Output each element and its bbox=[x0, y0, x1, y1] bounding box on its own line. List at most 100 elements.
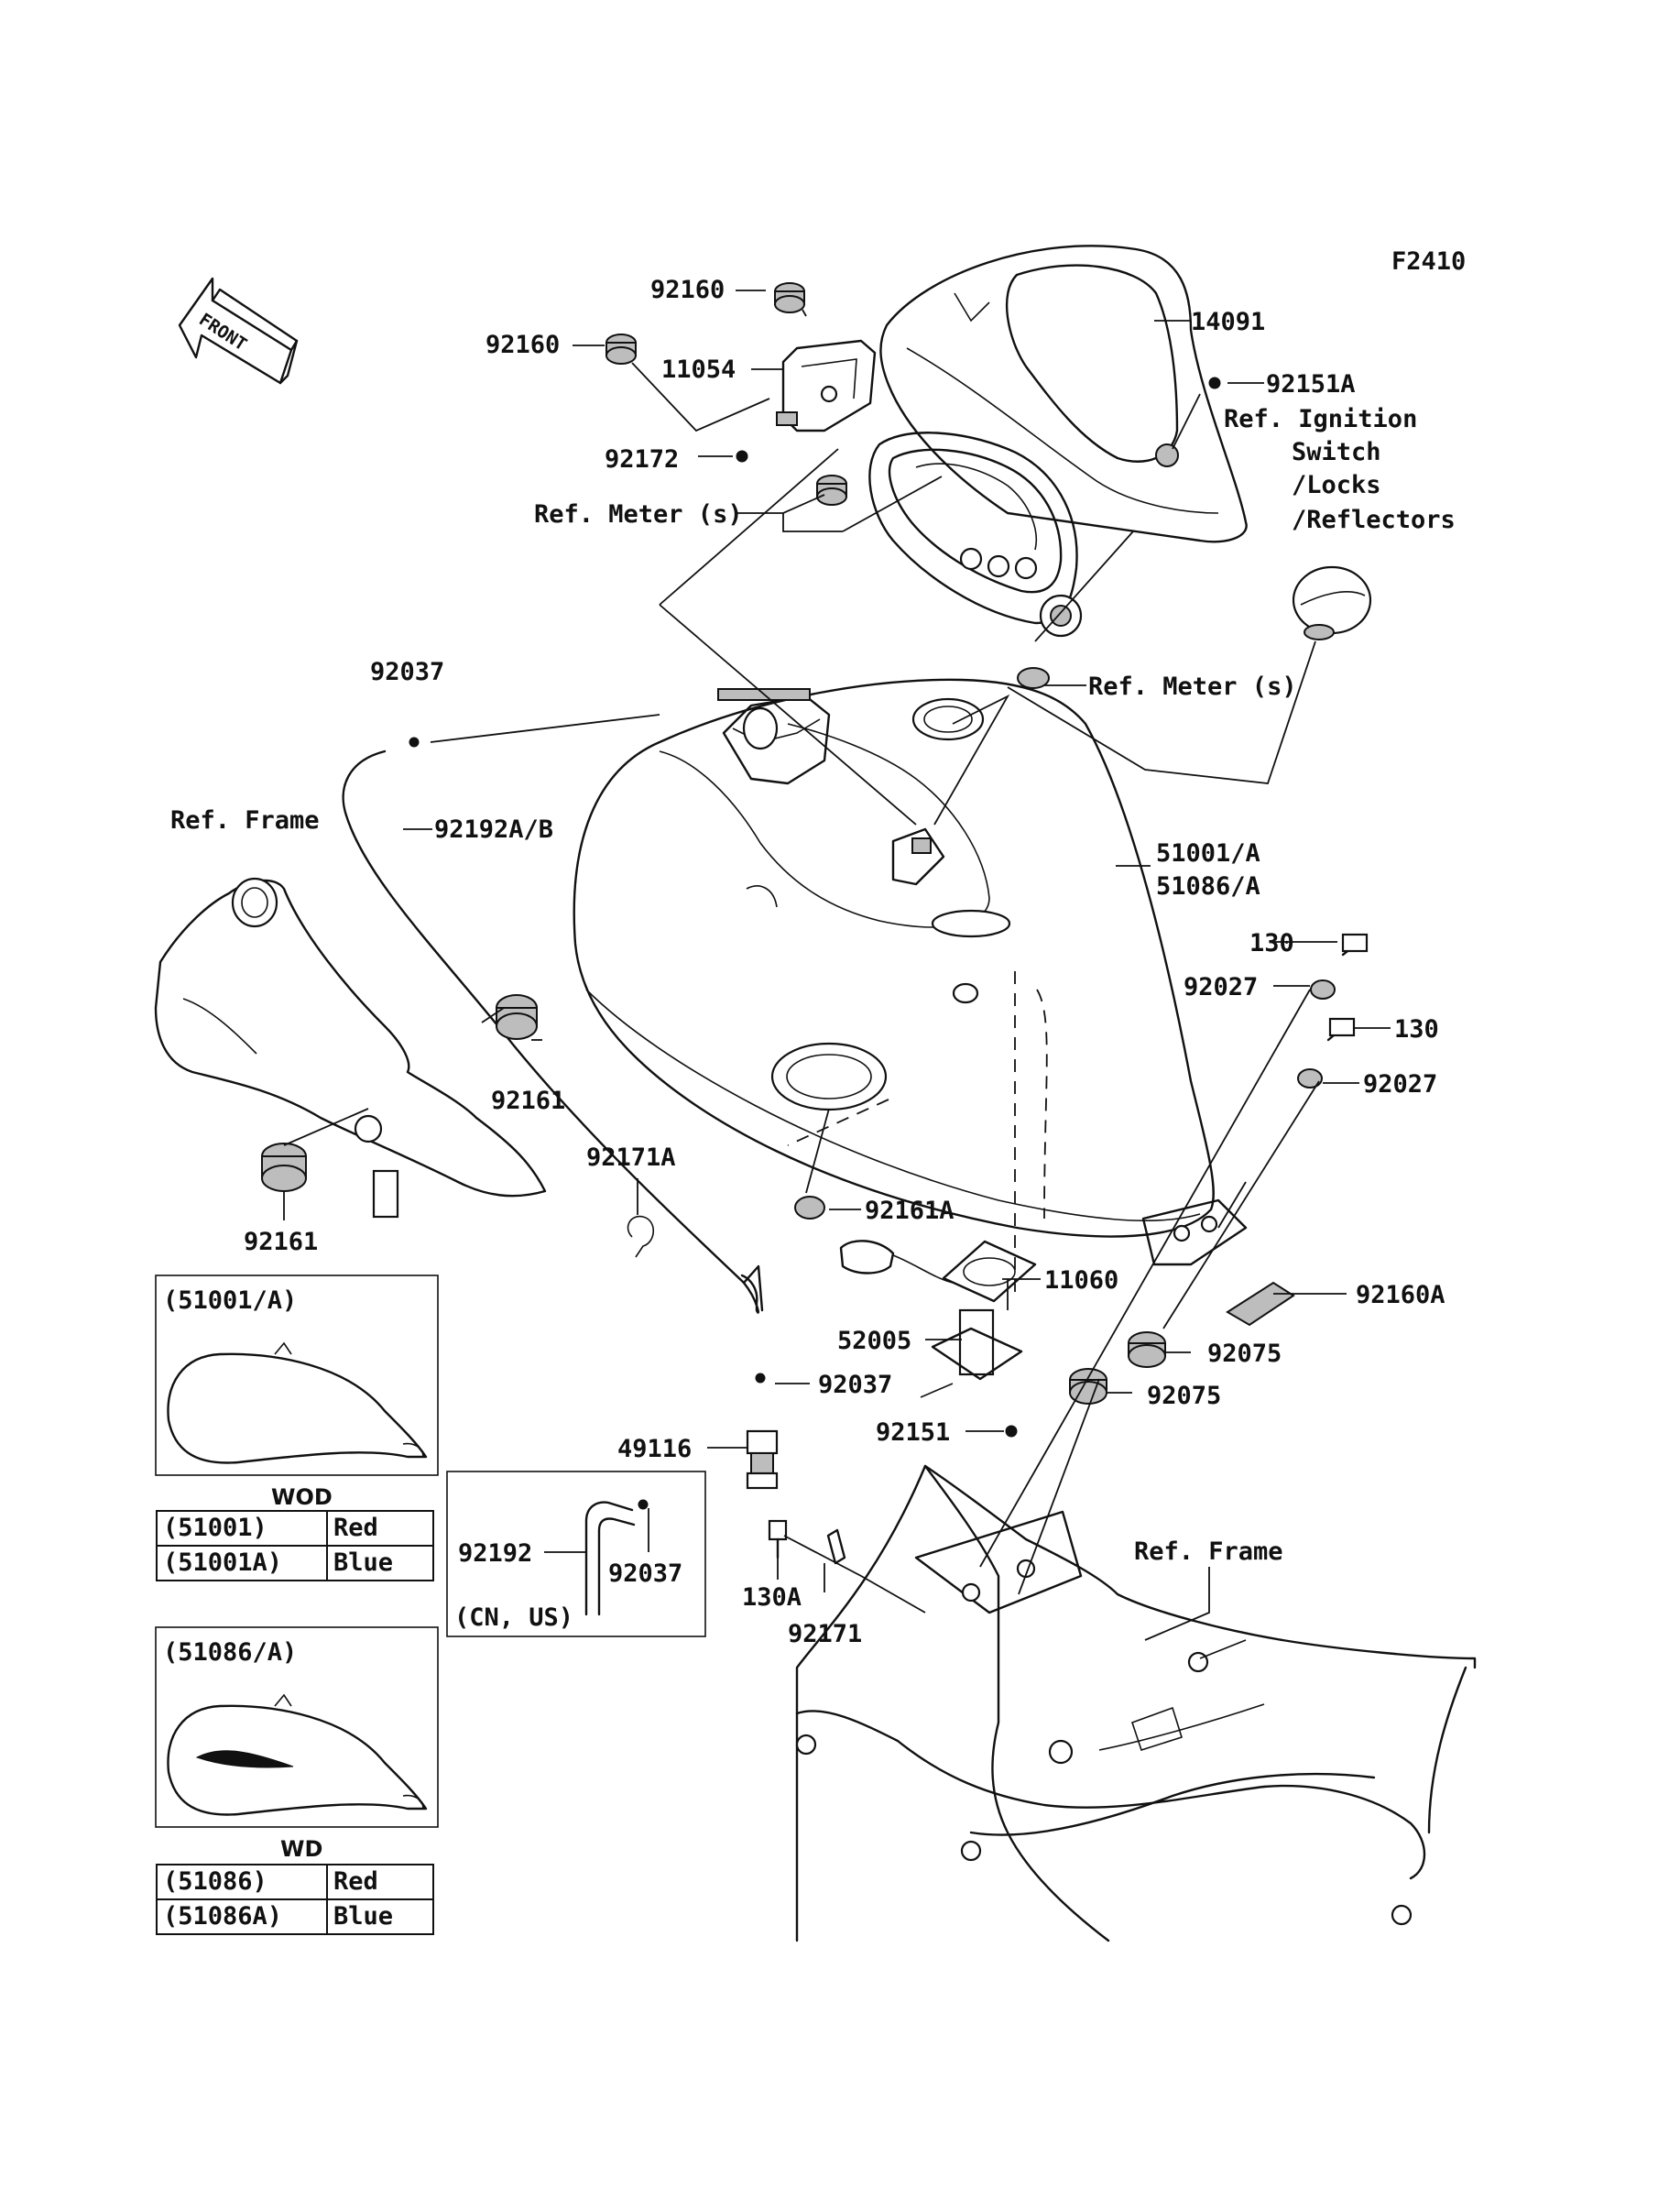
label-92160-top: 92160 bbox=[650, 276, 725, 304]
label-130-top: 130 bbox=[1249, 929, 1294, 957]
label-130-right: 130 bbox=[1394, 1015, 1439, 1044]
label-92172: 92172 bbox=[605, 445, 679, 474]
valve-49116 bbox=[746, 1429, 779, 1490]
label-52005: 52005 bbox=[837, 1327, 911, 1355]
washer-92027-right bbox=[1297, 1068, 1323, 1089]
label-92151: 92151 bbox=[876, 1418, 950, 1447]
inset-cn-us-box bbox=[446, 1471, 706, 1637]
table-cell-part: (51086) bbox=[156, 1864, 328, 1900]
bracket-11054 bbox=[776, 339, 877, 432]
bolt-130-right bbox=[1326, 1017, 1356, 1042]
inset-wd-table: (51086) Red (51086A) Blue bbox=[156, 1864, 434, 1935]
label-ref-meter-left: Ref. Meter (s) bbox=[534, 500, 743, 529]
hose-92192 bbox=[584, 1501, 634, 1616]
label-cn-us: (CN, US) bbox=[454, 1603, 573, 1632]
inset-wod-tank bbox=[167, 1341, 428, 1464]
label-ref-ignition-4: /Reflectors bbox=[1292, 506, 1456, 534]
label-ref-ignition-3: /Locks bbox=[1292, 471, 1381, 499]
guide-dash-3 bbox=[787, 1099, 889, 1146]
frame-left bbox=[154, 877, 547, 1219]
inset-wod-caption: WOD bbox=[271, 1484, 333, 1510]
clamp-92037-box bbox=[638, 1499, 649, 1510]
inset-wd-box bbox=[155, 1626, 439, 1828]
frame-right bbox=[795, 1464, 1477, 1942]
inset-wd-caption: WD bbox=[280, 1836, 322, 1862]
label-92171A: 92171A bbox=[586, 1143, 676, 1172]
table-cell-part: (51001A) bbox=[156, 1545, 328, 1581]
label-49116: 49116 bbox=[617, 1435, 692, 1463]
inset-wod-box bbox=[155, 1275, 439, 1476]
ignition-knob bbox=[1292, 565, 1372, 640]
label-ref-frame-right: Ref. Frame bbox=[1134, 1537, 1283, 1566]
fuel-pump-assembly bbox=[839, 1240, 1037, 1438]
label-ref-ignition-2: Switch bbox=[1292, 438, 1381, 466]
clamp-92037-mid bbox=[755, 1373, 766, 1384]
label-92151A: 92151A bbox=[1266, 370, 1356, 399]
clamp-92037-top bbox=[409, 737, 420, 748]
label-92160-left: 92160 bbox=[485, 331, 560, 359]
clip-92171 bbox=[826, 1528, 846, 1565]
grommet-92160-top bbox=[774, 282, 805, 313]
label-51001A: 51001/A bbox=[1156, 839, 1260, 868]
label-92161-lower: 92161 bbox=[244, 1228, 318, 1256]
meter-cover-14091 bbox=[879, 245, 1248, 543]
label-92160A: 92160A bbox=[1356, 1281, 1445, 1309]
table-row: (51001) Red bbox=[156, 1510, 434, 1547]
label-92027-left: 92027 bbox=[1184, 973, 1258, 1001]
table-row: (51086A) Blue bbox=[156, 1898, 434, 1935]
label-92192AB: 92192A/B bbox=[434, 815, 553, 844]
label-92161-upper: 92161 bbox=[491, 1087, 565, 1115]
label-11060: 11060 bbox=[1044, 1266, 1118, 1295]
label-92161A: 92161A bbox=[865, 1197, 955, 1225]
label-ref-ignition-1: Ref. Ignition bbox=[1224, 405, 1417, 433]
bolt-92172 bbox=[736, 450, 748, 463]
label-14091: 14091 bbox=[1191, 308, 1265, 336]
clip-92171A bbox=[627, 1215, 655, 1258]
label-92027-right: 92027 bbox=[1363, 1070, 1437, 1099]
pad-92160A bbox=[1226, 1281, 1295, 1327]
label-130A: 130A bbox=[742, 1583, 802, 1612]
label-92075-upper: 92075 bbox=[1207, 1340, 1282, 1368]
label-92037-top: 92037 bbox=[370, 658, 444, 686]
table-cell-color: Red bbox=[326, 1864, 434, 1900]
table-row: (51001A) Blue bbox=[156, 1545, 434, 1581]
label-92192: 92192 bbox=[458, 1539, 532, 1568]
inset-wd-title: (51086/A) bbox=[163, 1638, 297, 1667]
table-cell-color: Red bbox=[326, 1510, 434, 1547]
figure-code: F2410 bbox=[1391, 247, 1466, 276]
label-ref-frame-left: Ref. Frame bbox=[170, 806, 320, 835]
bolt-130-top bbox=[1341, 933, 1369, 957]
table-row: (51086) Red bbox=[156, 1864, 434, 1900]
table-cell-color: Blue bbox=[326, 1545, 434, 1581]
meter-housing bbox=[868, 432, 1083, 638]
label-92037-box: 92037 bbox=[608, 1559, 682, 1588]
table-cell-part: (51001) bbox=[156, 1510, 328, 1547]
washer-92027-left bbox=[1310, 979, 1336, 1000]
bolt-130A bbox=[768, 1519, 788, 1559]
grommet-92160-left bbox=[605, 334, 637, 365]
breather-hose-92192AB bbox=[342, 749, 759, 1314]
guide-dash-2 bbox=[1036, 989, 1048, 1220]
mount-92075-upper bbox=[1128, 1331, 1166, 1368]
label-92171: 92171 bbox=[788, 1620, 862, 1648]
label-92037-mid: 92037 bbox=[818, 1371, 892, 1399]
mount-92161-upper bbox=[496, 994, 538, 1040]
inset-wod-title: (51001/A) bbox=[163, 1286, 297, 1315]
label-11054: 11054 bbox=[661, 356, 736, 384]
leader-lines bbox=[283, 290, 1391, 1641]
front-arrow-icon: FRONT bbox=[178, 277, 299, 385]
label-51086A: 51086/A bbox=[1156, 872, 1260, 901]
fuel-tank-51001 bbox=[573, 678, 1248, 1266]
label-ref-meter-right: Ref. Meter (s) bbox=[1088, 673, 1297, 701]
grommet-meter-right bbox=[1017, 667, 1050, 689]
grommet-92161A bbox=[794, 1196, 825, 1220]
table-cell-color: Blue bbox=[326, 1898, 434, 1935]
table-cell-part: (51086A) bbox=[156, 1898, 328, 1935]
grommet-meter bbox=[816, 475, 847, 506]
mount-92161-lower bbox=[261, 1143, 307, 1192]
inset-wod-table: (51001) Red (51001A) Blue bbox=[156, 1510, 434, 1581]
inset-wd-tank bbox=[167, 1693, 428, 1816]
label-92075-lower: 92075 bbox=[1147, 1382, 1221, 1410]
bolt-92151A bbox=[1208, 377, 1221, 389]
